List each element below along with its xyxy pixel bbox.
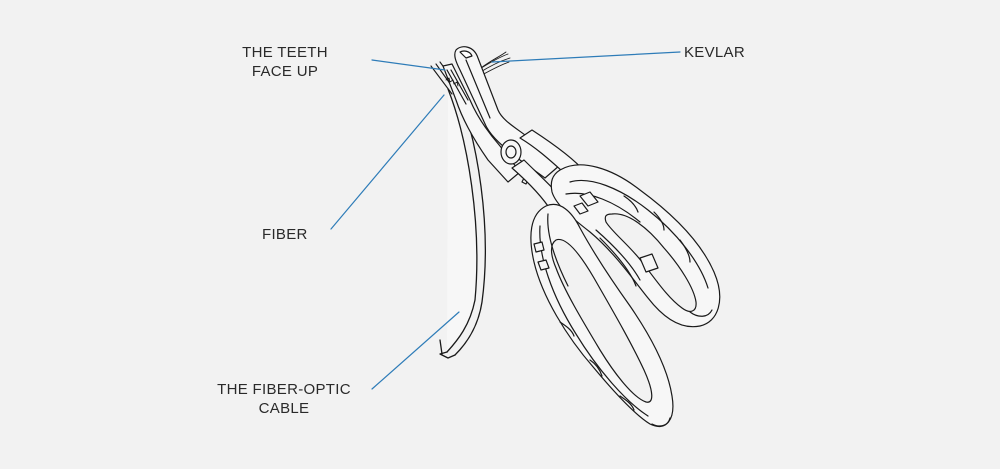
label-teeth-face-up: THE TEETH FACE UP <box>230 43 340 81</box>
spring <box>595 229 641 287</box>
label-teeth-line2: FACE UP <box>251 63 319 80</box>
leader-fiber <box>330 94 445 230</box>
label-fiber: FIBER <box>262 225 308 244</box>
label-fiber-text: FIBER <box>262 226 308 243</box>
label-kevlar: KEVLAR <box>684 43 745 62</box>
label-teeth-line1: THE TEETH <box>242 44 328 61</box>
label-cable-line2: CABLE <box>258 400 310 417</box>
label-fiber-optic-cable: THE FIBER-OPTIC CABLE <box>203 380 365 418</box>
kevlar-shears <box>442 46 721 427</box>
leader-kevlar <box>491 51 681 63</box>
leader-teeth <box>371 59 446 71</box>
leader-lines <box>330 51 681 390</box>
label-cable-line1: THE FIBER-OPTIC <box>217 381 351 398</box>
label-kevlar-text: KEVLAR <box>684 44 745 61</box>
leader-cable <box>371 311 460 390</box>
